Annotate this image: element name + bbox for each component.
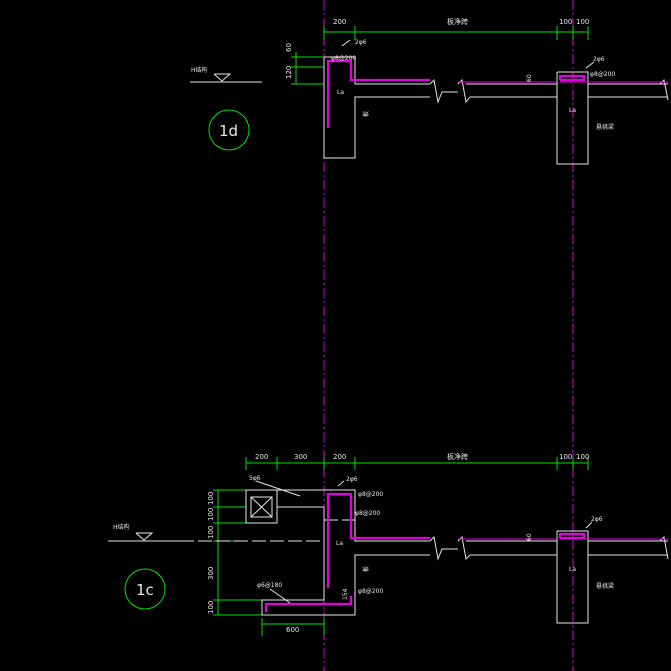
- dim-1d-slab-span: 板净跨: [447, 17, 468, 26]
- dim-1c-slab-span: 板净跨: [447, 452, 468, 461]
- stirrup-1c-bottom: φ6@180: [257, 582, 282, 589]
- slab-thk-1d: 60: [526, 74, 533, 82]
- rebar-1d-main: 2φ6: [355, 39, 367, 46]
- dim-1d-100a: 100: [559, 18, 572, 26]
- dim-1c-154: 154: [342, 588, 349, 600]
- anchor-1c: La: [336, 540, 343, 547]
- bubble-label-1d: 1d: [219, 122, 238, 140]
- bubble-label-1c: 1c: [136, 581, 154, 599]
- dim-1c-left-3: 100: [207, 526, 215, 539]
- anchor-1c-right: La: [569, 566, 576, 573]
- stirrup-1d-right: φ8@200: [590, 71, 615, 78]
- beam-1d: 悬挑梁: [596, 123, 614, 131]
- rebar-1d-right: 2φ6: [593, 56, 605, 63]
- level-mark-1c: H结构: [113, 523, 130, 531]
- anchor-1d: La: [337, 89, 344, 96]
- dim-1c-left-2: 100: [207, 508, 215, 521]
- slab-thk-1c: 60: [526, 533, 533, 541]
- dim-1c-left-5: 300: [207, 567, 215, 580]
- dim-1c-left-6: 100: [207, 601, 215, 614]
- stirrup-1c: φ8@200: [358, 491, 383, 498]
- anchor-1d-right: La: [569, 107, 576, 114]
- dim-1c-200a: 200: [255, 453, 268, 461]
- dim-1c-left-1: 100: [207, 492, 215, 505]
- detail-1c: 200 300 200 板净跨 100 100 100 100 100 120 …: [108, 452, 669, 636]
- dim-1c-600: 600: [286, 626, 299, 634]
- dim-1d-100b: 100: [576, 18, 589, 26]
- detail-bubble-1c: [124, 568, 166, 610]
- slab-1c: 板: [362, 566, 370, 572]
- rebar-1c-right: 2φ6: [591, 516, 603, 523]
- dim-1c-300: 300: [294, 453, 307, 461]
- beam-1c: 悬挑梁: [596, 582, 614, 590]
- detail-1d: 200 板净跨 100 100 60 120 H结构: [190, 17, 669, 165]
- dim-1c-100a: 100: [559, 453, 572, 461]
- dim-1d-200: 200: [333, 18, 346, 26]
- dim-1d-60: 60: [285, 43, 293, 52]
- dim-1c-100b: 100: [576, 453, 589, 461]
- dim-1d-120: 120: [285, 66, 293, 79]
- dim-1c-200b: 200: [333, 453, 346, 461]
- rebar-1c-5: 5φ6: [249, 475, 261, 482]
- slab-1d: 板: [362, 111, 370, 117]
- stirrup-1d: φ8@200: [331, 55, 356, 62]
- stirrup-1c-lower: φ8@200: [358, 588, 383, 595]
- stirrup-1c-low: φ8@200: [355, 510, 380, 517]
- level-mark-1d: H结构: [191, 66, 208, 74]
- rebar-1c-2: 2φ6: [346, 476, 358, 483]
- detail-bubble-1d: [208, 109, 250, 151]
